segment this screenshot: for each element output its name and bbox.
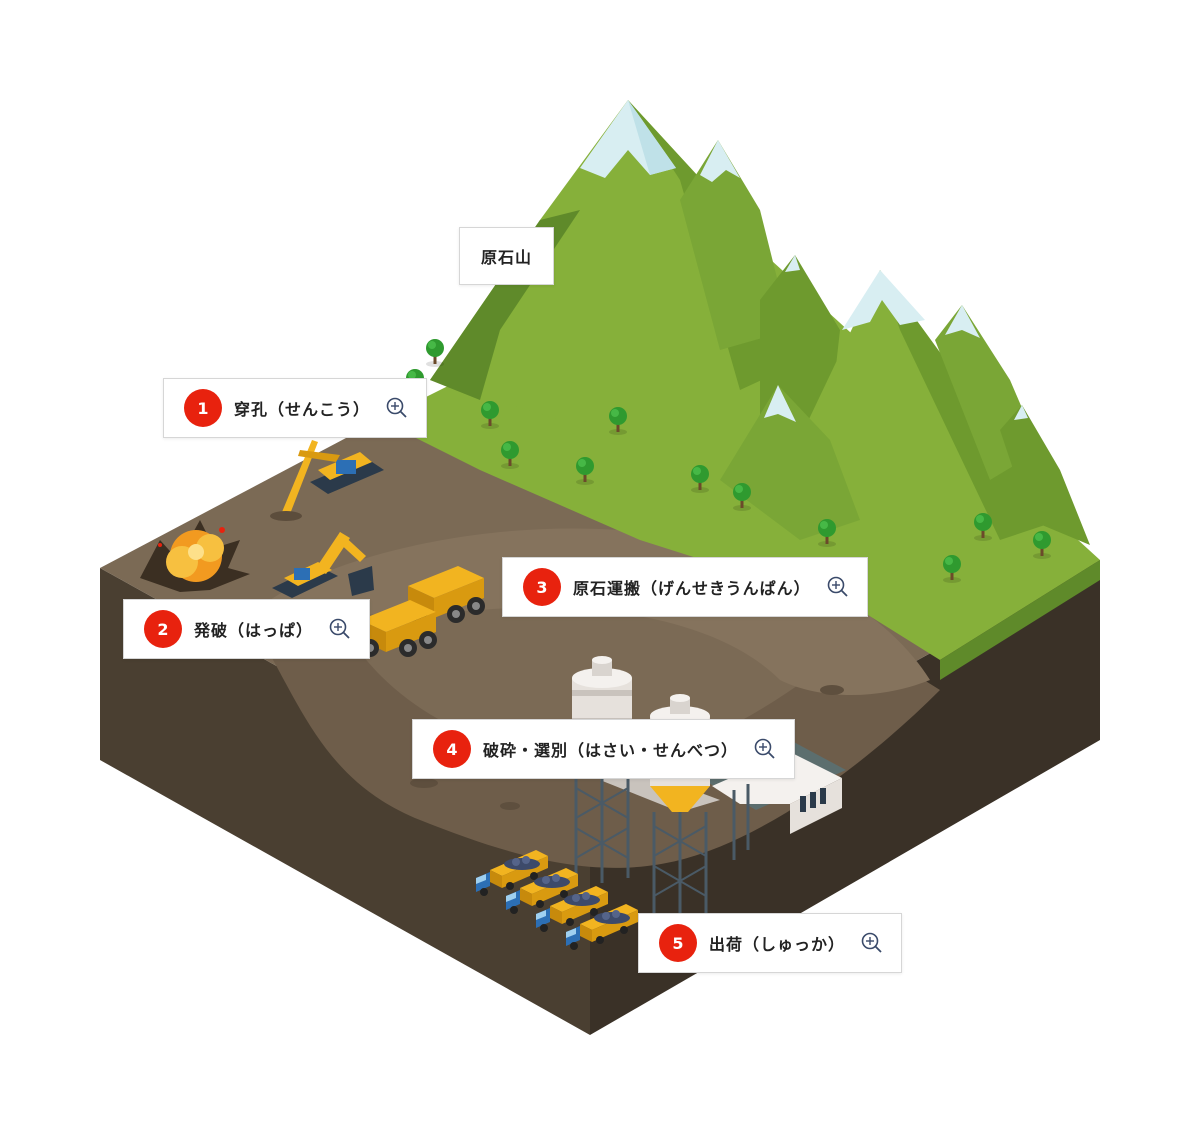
zoom-in-icon[interactable]: [827, 576, 849, 598]
step-title: 破砕・選別（はさい・せんべつ）: [483, 741, 739, 760]
mountain-label: 原石山: [459, 227, 554, 285]
step-number-badge: 5: [659, 924, 697, 962]
step-number-badge: 4: [433, 730, 471, 768]
step-title: 原石運搬（げんせきうんぱん）: [573, 579, 811, 598]
step-drilling-label[interactable]: 1 穿孔（せんこう）: [163, 378, 428, 438]
step-number-badge: 3: [523, 568, 561, 606]
mountain-label-text: 原石山: [480, 248, 532, 267]
step-haulage-label[interactable]: 3 原石運搬（げんせきうんぱん）: [502, 557, 868, 617]
step-crushing-label[interactable]: 4 破砕・選別（はさい・せんべつ）: [412, 719, 796, 779]
zoom-in-icon[interactable]: [861, 932, 883, 954]
step-title: 発破（はっぱ）: [194, 621, 314, 640]
step-title: 出荷（しゅっか）: [709, 935, 846, 954]
zoom-in-icon[interactable]: [386, 397, 408, 419]
step-number-badge: 2: [144, 610, 182, 648]
step-number-badge: 1: [184, 389, 222, 427]
zoom-in-icon[interactable]: [754, 738, 776, 760]
step-shipping-label[interactable]: 5 出荷（しゅっか）: [638, 913, 903, 973]
step-title: 穿孔（せんこう）: [234, 400, 371, 419]
zoom-in-icon[interactable]: [329, 618, 351, 640]
step-blasting-label[interactable]: 2 発破（はっぱ）: [123, 599, 371, 659]
